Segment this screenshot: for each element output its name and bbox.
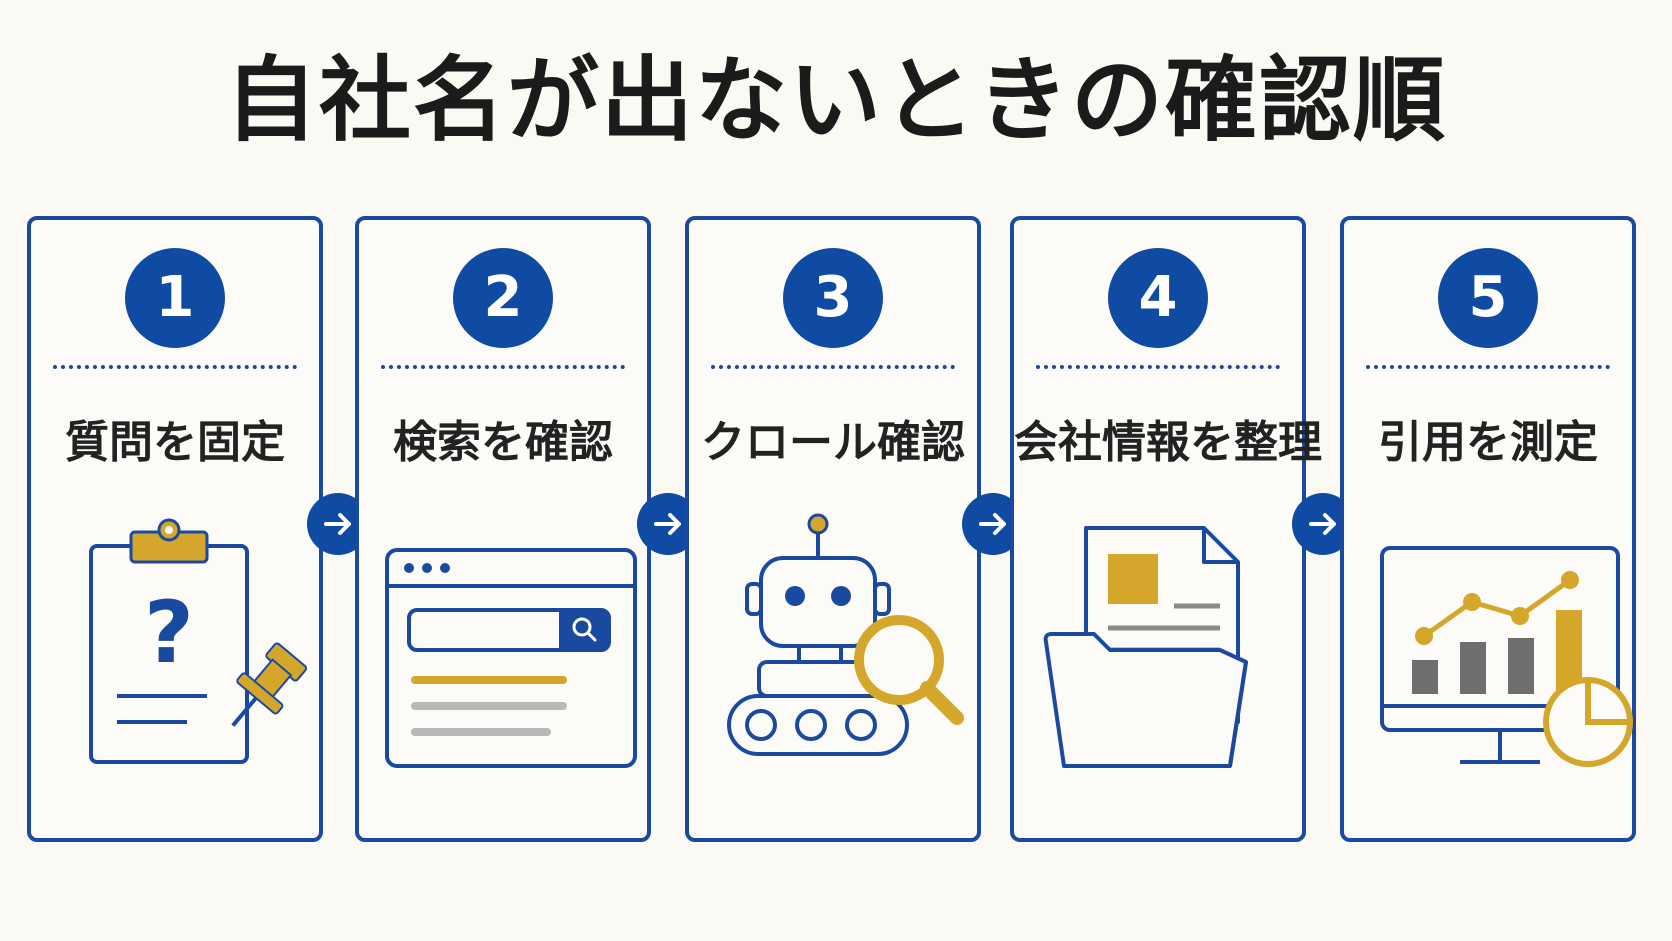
step-label: 引用を測定 — [1378, 417, 1598, 468]
step-card-1: 1 質問を固定 ? — [27, 216, 323, 842]
monitor-chart-icon — [1380, 546, 1633, 767]
step-number-badge: 3 — [783, 248, 883, 348]
step-number-badge: 1 — [125, 248, 225, 348]
step-number-badge: 2 — [453, 248, 553, 348]
dotted-divider — [1366, 365, 1610, 369]
step-card-2: 2 検索を確認 — [355, 216, 651, 842]
step-card-4: 4 会社情報を整理 — [1010, 216, 1322, 842]
dotted-divider — [1036, 365, 1280, 369]
step-number-badge: 5 — [1438, 248, 1538, 348]
clipboard-question-pin-icon: ? — [89, 518, 308, 764]
step-label: 会社情報を整理 — [1014, 417, 1322, 468]
dotted-divider — [381, 365, 625, 369]
step-label: クロール確認 — [701, 417, 965, 468]
step-label: 検索を確認 — [393, 417, 613, 468]
step-card-5: 5 引用を測定 — [1340, 216, 1636, 842]
dotted-divider — [711, 365, 955, 369]
step-number-badge: 4 — [1108, 248, 1208, 348]
step-card-3: 3 クロール確認 — [685, 216, 981, 842]
page-title: 自社名が出ないときの確認順 — [224, 47, 1447, 154]
robot-magnifier-icon — [727, 513, 964, 756]
dotted-divider — [53, 365, 297, 369]
step-label: 質問を固定 — [65, 417, 285, 468]
browser-search-icon — [385, 548, 637, 768]
document-folder-icon — [1043, 526, 1248, 768]
svg-text:?: ? — [144, 583, 194, 683]
